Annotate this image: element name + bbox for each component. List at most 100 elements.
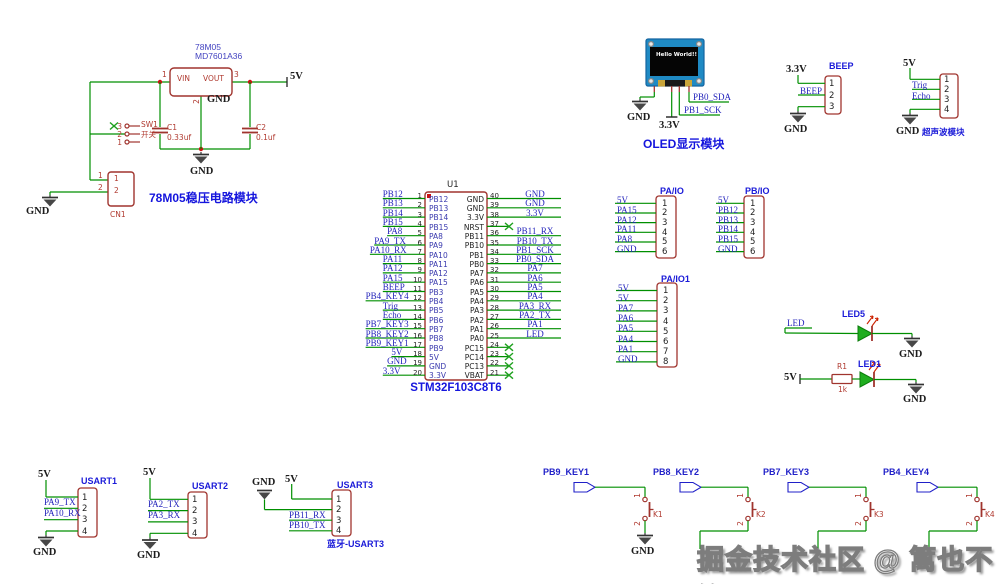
pin-number: 23 [490,350,499,359]
net-label: GND [617,243,637,254]
pin-number: 20 [413,368,422,377]
pin-number: 14 [413,312,422,321]
pin-name: PC15 [464,343,484,353]
pin-number: 16 [413,331,422,340]
net-flag-icon [916,481,940,493]
net-label: PB12 [718,204,739,215]
led-ray-icon [871,315,874,320]
led-ray-icon [868,361,876,371]
net-label: PA8 [617,233,633,244]
net-label: PA5 [618,323,634,334]
pin-name: NRST [463,222,484,232]
pin-number: 3 [829,102,835,113]
pin-number: 36 [490,229,499,238]
pin-number: 1 [663,286,669,296]
pin-name: PA10 [429,250,448,260]
pin-name: PB15 [429,222,449,232]
pin-number: 3 [234,70,239,79]
pin-number: 2 [663,296,669,307]
pin-name: PB9 [429,343,444,353]
pin-number: 4 [750,227,756,238]
port-label: 5V [290,71,303,82]
oled-connector [665,80,685,87]
connector-body [187,491,208,539]
pin-number: 5 [662,237,668,248]
pin-number: 37 [490,219,499,228]
pin-name: VBAT [464,371,484,381]
pin-number: 4 [82,526,88,537]
ground-icon [194,156,208,164]
pin-number: 2 [336,505,342,516]
ground-icon [791,115,805,123]
net-label: PB1_SCK [516,244,554,255]
connector-title: BEEP [829,61,854,71]
pin-number: 6 [663,337,669,347]
net-label: PB10_TX [289,520,326,530]
net-label: PA15 [382,272,403,283]
port-label: 5V [903,58,916,69]
net-label: PA11 [617,224,637,235]
no-connect-icon [504,371,514,380]
net-label: PA7 [527,263,543,274]
ground-icon [905,340,919,348]
pin-number: 2 [82,503,88,514]
led-icon [859,371,876,388]
port-label: 5V [285,474,298,485]
pin-number: 2 [853,520,863,526]
screw-icon [695,40,702,47]
watermark: 掘金技术社区 @ 篱也不篱 [696,544,994,584]
net-label: LED [787,318,805,328]
pin-number: 28 [490,303,499,312]
net-flag-icon [679,481,703,493]
pin-number: 21 [490,368,499,377]
pin-number: 4 [662,227,668,238]
module-title: 78M05稳压电路模块 [149,191,258,205]
pin-number: 8 [663,357,669,368]
pin-number: 11 [413,285,422,293]
pin-name: PA6 [470,278,484,288]
pin-number: 2 [632,520,642,526]
pin-number: 1 [750,198,756,209]
net-label: PB0_SDA [515,254,554,265]
component-value: MD7601A36 [195,51,243,61]
ground-icon [143,542,157,549]
pin-name: PB14 [429,213,449,223]
pin-number: 5 [750,237,756,248]
pin-number: 29 [490,294,499,303]
led-icon [857,325,874,342]
pin-name: PB4 [429,297,444,306]
pin-number: 1 [632,492,642,498]
pin-number: 3 [417,210,422,219]
pin-circle [745,515,751,522]
connector-title: PA/IO [660,185,684,196]
net-label: PA9_TX [374,235,406,246]
connector-body [655,195,677,259]
pin-name: VIN [177,74,190,83]
pin-number: 1 [114,174,119,183]
pin-number: 4 [944,104,950,115]
pin-number: 3 [82,515,88,526]
pin-circle [642,496,648,503]
pin-name: GND [466,204,484,213]
net-label: Echo [382,309,402,320]
screw-icon [647,77,654,84]
no-connect-icon [109,121,119,131]
net-label: PA10_RX [369,244,407,255]
led-ray-icon [876,317,879,322]
pin-number: 1 [735,492,745,498]
net-label: PB8_KEY2 [365,328,409,339]
pin-number: 2 [964,520,974,526]
pin-number: 5 [663,326,669,337]
pin-name: PA7 [470,269,484,279]
component-ref: LED1 [858,359,882,369]
connector-title: USART3 [337,480,374,490]
net-flag-label: PB7_KEY3 [763,467,810,477]
ground-icon [903,117,917,125]
pin-number: 1 [336,494,342,505]
pin1-marker [427,194,431,198]
pin-number: 8 [417,257,422,266]
net-label: PA2_TX [519,309,551,320]
pin-number: 1 [662,198,668,209]
net-label: 3.3V [382,365,401,376]
pin-name: PA15 [429,278,448,288]
